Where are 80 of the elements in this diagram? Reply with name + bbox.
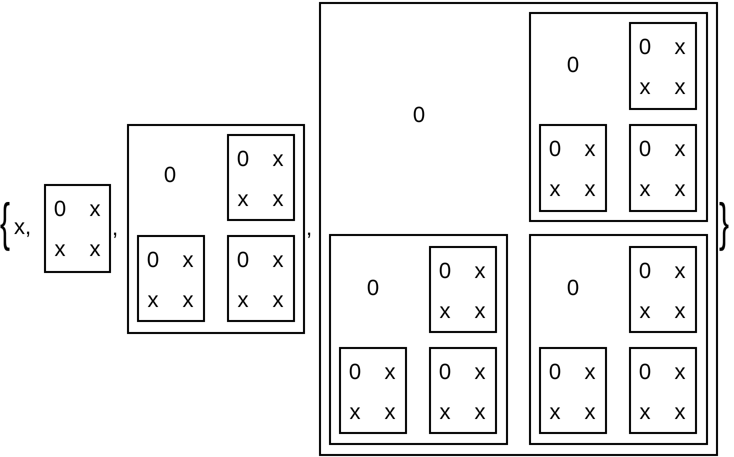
matrix-entry: 0	[638, 138, 652, 160]
matrix-entry: x	[474, 401, 486, 423]
matrix-entry: x	[674, 36, 686, 58]
matrix-entry: x	[674, 138, 686, 160]
matrix-entry: 0	[638, 36, 652, 58]
matrix-entry: 0	[54, 198, 66, 220]
matrix-frame	[629, 22, 697, 110]
matrix-entry: 0	[566, 277, 580, 299]
matrix-entry: 0	[348, 361, 362, 383]
matrix-entry: x	[384, 361, 396, 383]
matrix-entry: x	[182, 289, 194, 311]
matrix-entry: x	[584, 401, 596, 423]
matrix-entry: x	[674, 300, 686, 322]
matrix-frame	[127, 124, 305, 334]
matrix-entry: 0	[164, 164, 176, 186]
matrix-entry: x	[674, 76, 686, 98]
matrix-entry: x	[272, 148, 284, 170]
matrix-frame	[44, 184, 111, 273]
matrix-entry: 0	[236, 148, 250, 170]
matrix-entry: x	[272, 188, 284, 210]
matrix-frame	[629, 124, 697, 212]
matrix-entry: x	[272, 249, 284, 271]
matrix-frame	[529, 12, 708, 222]
matrix-entry: x	[640, 76, 650, 98]
matrix-entry: x	[584, 361, 596, 383]
matrix-entry: 0	[366, 277, 380, 299]
matrix-entry: x	[474, 260, 486, 282]
matrix-entry: x	[550, 401, 560, 423]
matrix-frame	[529, 234, 708, 445]
matrix-entry: x	[584, 178, 596, 200]
matrix-entry: x	[440, 300, 450, 322]
matrix-entry: 0	[236, 249, 250, 271]
matrix-entry: x	[674, 260, 686, 282]
matrix-entry: 0	[146, 249, 160, 271]
matrix-entry: x	[674, 178, 686, 200]
comma-separator: ,	[306, 217, 312, 239]
matrix-entry: x	[54, 238, 66, 260]
matrix-frame	[429, 347, 497, 434]
open-brace: {	[0, 198, 10, 250]
matrix-frame	[629, 246, 697, 333]
matrix-entry: x	[640, 401, 650, 423]
matrix-entry: x	[148, 289, 158, 311]
matrix-frame	[227, 235, 295, 322]
matrix-entry: x	[474, 361, 486, 383]
matrix-entry: x	[550, 178, 560, 200]
matrix-frame	[429, 246, 497, 333]
matrix-entry: x	[90, 198, 100, 220]
comma-separator: ,	[112, 217, 118, 239]
matrix-frame	[339, 347, 407, 434]
matrix-frame	[319, 2, 718, 456]
matrix-entry: x	[238, 188, 248, 210]
matrix-entry: x	[90, 238, 100, 260]
matrix-frame	[227, 134, 295, 221]
matrix-frame	[539, 347, 607, 434]
matrix-entry: x	[640, 178, 650, 200]
matrix-frame	[329, 234, 508, 445]
matrix-entry: x	[384, 401, 396, 423]
list-item: x,	[14, 216, 32, 238]
matrix-frame	[629, 347, 697, 434]
matrix-entry: x	[584, 138, 596, 160]
matrix-entry: 0	[566, 54, 580, 76]
matrix-entry: x	[640, 300, 650, 322]
matrix-entry: x	[674, 401, 686, 423]
matrix-entry: 0	[548, 138, 562, 160]
matrix-frame	[137, 235, 205, 322]
matrix-frame	[539, 124, 607, 212]
matrix-entry: 0	[638, 260, 652, 282]
matrix-entry: x	[674, 361, 686, 383]
matrix-entry: 0	[438, 260, 452, 282]
matrix-entry: x	[272, 289, 284, 311]
matrix-entry: x	[474, 300, 486, 322]
matrix-entry: x	[350, 401, 360, 423]
close-brace: }	[719, 198, 730, 250]
matrix-entry: 0	[638, 361, 652, 383]
matrix-entry: 0	[438, 361, 452, 383]
matrix-entry: 0	[548, 361, 562, 383]
matrix-entry: x	[182, 249, 194, 271]
matrix-entry: 0	[412, 104, 426, 126]
matrix-entry: x	[238, 289, 248, 311]
matrix-entry: x	[440, 401, 450, 423]
